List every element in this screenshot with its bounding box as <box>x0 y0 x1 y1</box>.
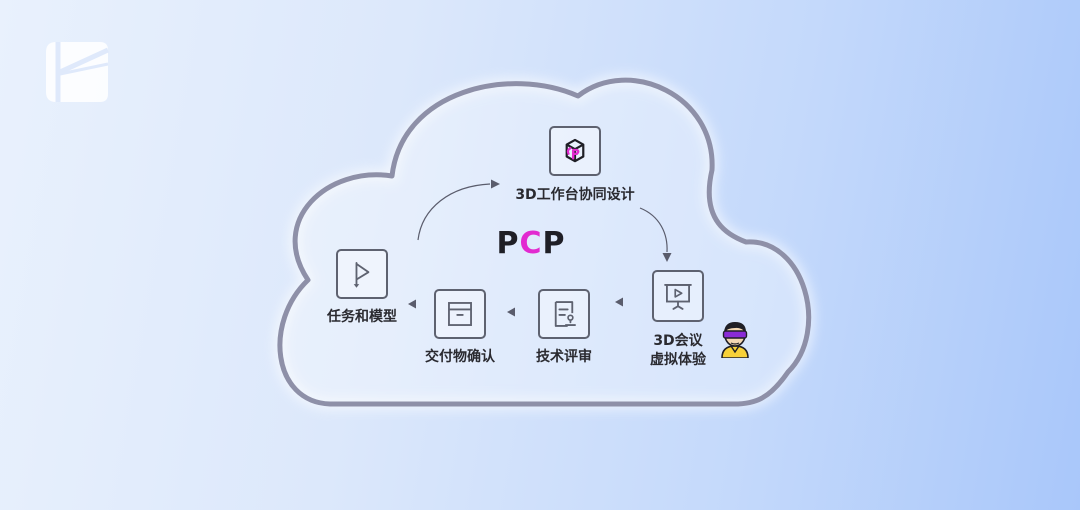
brand-letter-accent: C <box>519 226 543 261</box>
arrow-head-design-to-meeting <box>662 253 672 262</box>
node-label-virtual-meeting-line1: 3D会议 <box>653 333 703 349</box>
app-logo-icon <box>46 42 110 102</box>
arrow-review-to-delivery <box>507 307 515 317</box>
brand-letter-last: P <box>542 226 566 261</box>
node-label-delivery-confirm: 交付物确认 <box>425 349 495 365</box>
presentation-screen-icon <box>652 270 704 322</box>
node-label-virtual-meeting-line2: 虚拟体验 <box>650 352 706 368</box>
brand-title: PCP <box>490 226 572 262</box>
node-label-virtual-meeting: 3D会议 虚拟体验 <box>638 332 718 370</box>
arrow-head-task-to-design <box>491 179 500 189</box>
pcp-cube-icon <box>549 126 601 176</box>
node-label-collab-design: 3D工作台协同设计 <box>515 187 635 203</box>
document-review-icon <box>538 289 590 339</box>
vr-headset-person-icon <box>721 322 749 358</box>
flag-icon <box>336 249 388 299</box>
node-label-task-model: 任务和模型 <box>327 309 397 325</box>
arrow-task-to-design <box>417 183 491 241</box>
brand-letter-first: P <box>496 226 520 261</box>
arrow-design-to-meeting <box>639 207 668 253</box>
node-label-tech-review: 技术评审 <box>536 349 592 365</box>
package-box-icon <box>434 289 486 339</box>
cloud-outline <box>277 77 812 407</box>
arrow-delivery-to-task <box>408 299 416 309</box>
arrow-meeting-to-review <box>615 297 623 307</box>
